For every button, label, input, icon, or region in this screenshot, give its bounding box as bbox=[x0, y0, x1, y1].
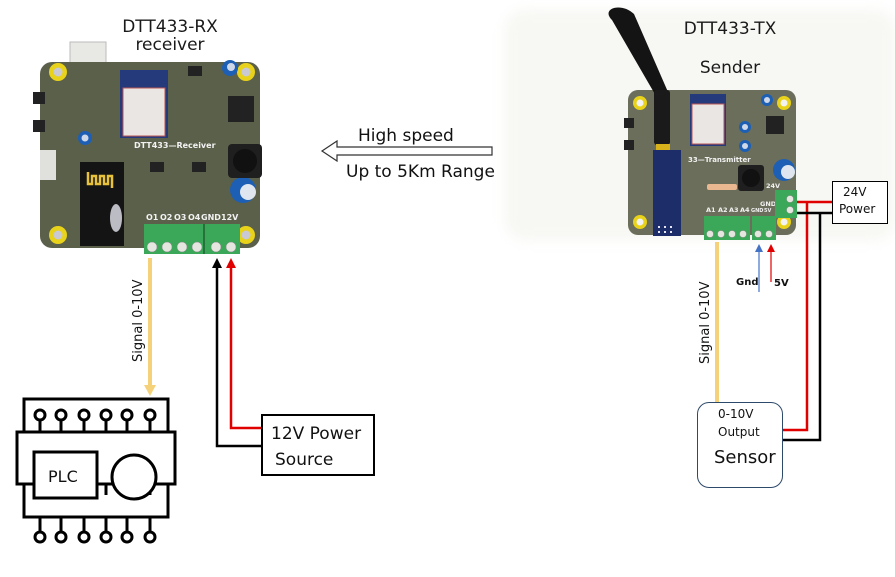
svg-text:DTT433—Receiver: DTT433—Receiver bbox=[134, 141, 216, 150]
svg-text:O2: O2 bbox=[160, 213, 172, 222]
tx-terminal-block-24v bbox=[775, 190, 797, 218]
svg-text:A1: A1 bbox=[706, 206, 716, 214]
transmitter-title: DTT433-TX bbox=[683, 19, 777, 39]
receiver-title-line2: receiver bbox=[135, 35, 205, 55]
tx-signal-label: Signal 0-10V bbox=[698, 281, 713, 364]
rx-power-box-line2: Source bbox=[275, 450, 334, 470]
receiver-title: DTT433-RX receiver bbox=[95, 18, 245, 54]
antenna bbox=[608, 7, 668, 96]
rx-power-box-line1: 12V Power bbox=[271, 424, 362, 444]
tx-power-box-line1: 24V bbox=[843, 185, 867, 199]
transmitter-board: 33—Transmitter A1 A2 A3 A4 GND 5V 24V GN… bbox=[608, 7, 797, 240]
svg-text:12V: 12V bbox=[221, 213, 239, 222]
rx-positive-wire bbox=[229, 266, 262, 430]
svg-text:A4: A4 bbox=[740, 206, 750, 214]
receiver-title-line1: DTT433-RX bbox=[122, 17, 218, 37]
tx-power-box-line2: Power bbox=[839, 202, 876, 216]
sensor-title: Sensor bbox=[714, 447, 776, 468]
rx-positive-arrow-icon bbox=[226, 258, 236, 268]
rx-signal-label: Signal 0-10V bbox=[131, 279, 146, 362]
gnd-arrow-icon bbox=[755, 244, 763, 252]
v5-label: 5V bbox=[774, 278, 789, 289]
svg-text:A2: A2 bbox=[718, 206, 728, 214]
receiver-board: DTT433—Receiver O1 O2 O3 O4 GND 12V bbox=[33, 41, 262, 254]
svg-text:GND: GND bbox=[751, 208, 763, 214]
mount-holes bbox=[49, 63, 255, 244]
svg-text:A3: A3 bbox=[729, 206, 739, 214]
sensor-output-label: Output bbox=[718, 425, 760, 439]
svg-text:O4: O4 bbox=[188, 213, 201, 222]
svg-text:24V: 24V bbox=[766, 182, 780, 190]
plc-label: PLC bbox=[48, 467, 78, 486]
link-range-label: Up to 5Km Range bbox=[346, 162, 495, 182]
svg-text:5V: 5V bbox=[764, 208, 771, 214]
link-arrow-icon bbox=[320, 139, 493, 163]
link-speed-label: High speed bbox=[358, 126, 454, 146]
svg-text:O3: O3 bbox=[174, 213, 186, 222]
svg-text:GND: GND bbox=[201, 213, 221, 222]
v5-arrow-icon bbox=[767, 244, 775, 252]
nrf-module bbox=[80, 162, 124, 246]
rx-negative-arrow-icon bbox=[212, 258, 222, 268]
svg-text:33—Transmitter: 33—Transmitter bbox=[688, 156, 751, 164]
gnd-label: Gnd bbox=[736, 277, 759, 288]
svg-text:GND: GND bbox=[760, 200, 777, 208]
sensor-output-range: 0-10V bbox=[718, 407, 754, 421]
rx-terminal-labels: O1 O2 O3 O4 GND 12V bbox=[146, 213, 239, 222]
rf-module bbox=[653, 150, 681, 236]
sensor-box: 0-10V Output Sensor bbox=[697, 402, 783, 488]
mount-holes bbox=[633, 96, 791, 229]
transmitter-subtitle: Sender bbox=[699, 58, 761, 78]
rx-power-source-box: 12V Power Source bbox=[261, 414, 375, 476]
svg-text:O1: O1 bbox=[146, 213, 159, 222]
rx-negative-wire bbox=[215, 266, 262, 448]
tx-24v-power-box: 24V Power bbox=[832, 181, 888, 224]
rx-signal-arrow-icon bbox=[144, 385, 156, 396]
tx-terminal-labels: A1 A2 A3 A4 GND 5V 24V GND bbox=[706, 182, 780, 214]
plc-icon bbox=[15, 397, 177, 544]
